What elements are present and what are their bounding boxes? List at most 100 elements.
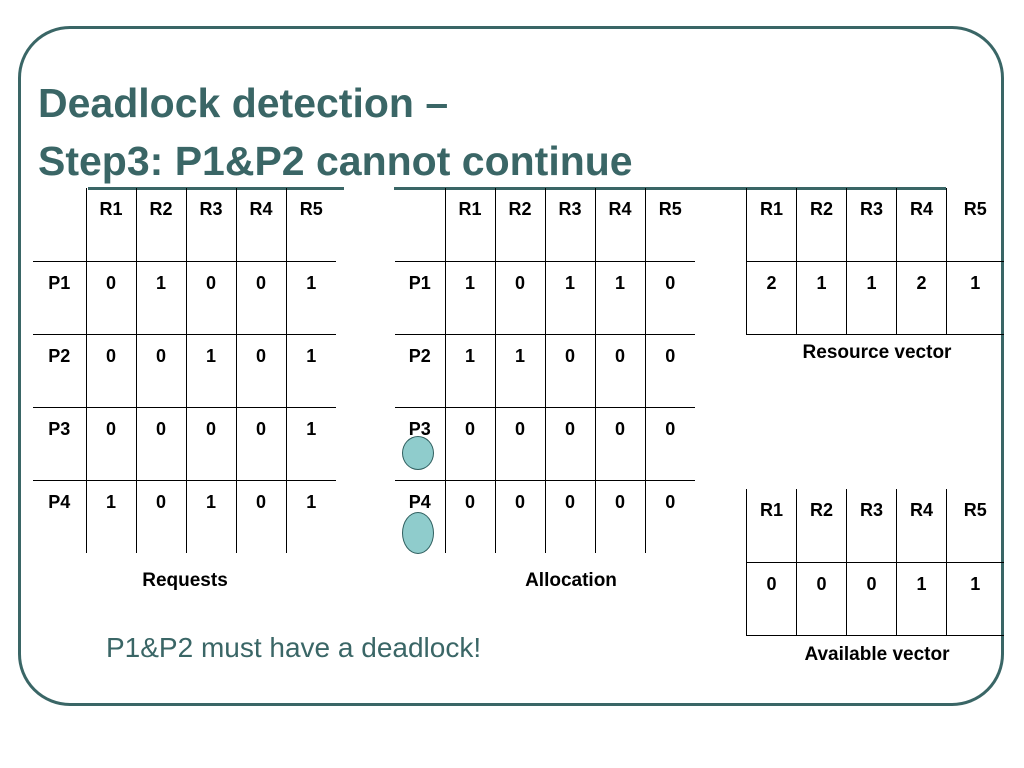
requests-caption: Requests bbox=[142, 570, 228, 591]
header-cell: R2 bbox=[495, 188, 546, 262]
matrix-cell: 1 bbox=[445, 261, 496, 335]
slide-frame bbox=[18, 26, 1004, 706]
resource-vector-caption: Resource vector bbox=[802, 342, 952, 363]
matrix-cell: 0 bbox=[545, 407, 596, 481]
matrix-cell: 1 bbox=[86, 480, 137, 553]
header-cell bbox=[395, 188, 446, 262]
matrix-cell: 0 bbox=[495, 480, 546, 553]
allocation-caption: Allocation bbox=[525, 570, 617, 591]
marker-circle-p3 bbox=[402, 436, 434, 470]
matrix-cell: 0 bbox=[236, 407, 287, 481]
requests-matrix: R1 R2 R3 R4 R5 P1 0 1 0 0 1 P2 0 0 1 0 1… bbox=[33, 188, 336, 553]
vector-cell: 2 bbox=[746, 261, 797, 335]
table-row: 0 0 0 1 1 bbox=[746, 562, 1004, 636]
vector-cell: 1 bbox=[846, 261, 897, 335]
process-label: P2 bbox=[33, 334, 87, 408]
vector-cell: 1 bbox=[946, 261, 1004, 335]
matrix-cell: 0 bbox=[495, 261, 546, 335]
vector-cell: 0 bbox=[796, 562, 847, 636]
header-cell: R5 bbox=[645, 188, 695, 262]
header-cell: R4 bbox=[896, 489, 947, 563]
vector-cell: 0 bbox=[746, 562, 797, 636]
matrix-cell: 1 bbox=[495, 334, 546, 408]
matrix-cell: 0 bbox=[86, 334, 137, 408]
matrix-cell: 0 bbox=[645, 261, 695, 335]
vector-cell: 1 bbox=[946, 562, 1004, 636]
allocation-matrix: R1 R2 R3 R4 R5 P1 1 0 1 1 0 P2 1 1 0 0 0… bbox=[395, 188, 695, 553]
matrix-cell: 0 bbox=[595, 334, 646, 408]
matrix-cell: 0 bbox=[445, 407, 496, 481]
matrix-cell: 1 bbox=[136, 261, 187, 335]
header-cell: R4 bbox=[595, 188, 646, 262]
header-cell: R3 bbox=[846, 188, 897, 262]
matrix-cell: 1 bbox=[445, 334, 496, 408]
resource-header-row: R1 R2 R3 R4 R5 bbox=[746, 188, 1004, 262]
header-cell: R5 bbox=[946, 489, 1004, 563]
header-cell: R5 bbox=[286, 188, 336, 262]
header-cell: R3 bbox=[545, 188, 596, 262]
process-label: P3 bbox=[33, 407, 87, 481]
requests-header-row: R1 R2 R3 R4 R5 bbox=[33, 188, 336, 262]
matrix-cell: 0 bbox=[595, 407, 646, 481]
matrix-cell: 1 bbox=[186, 334, 237, 408]
vector-cell: 1 bbox=[896, 562, 947, 636]
matrix-cell: 0 bbox=[545, 334, 596, 408]
vector-cell: 0 bbox=[846, 562, 897, 636]
matrix-cell: 0 bbox=[86, 261, 137, 335]
resource-vector-table: R1 R2 R3 R4 R5 2 1 1 2 1 bbox=[746, 188, 1004, 335]
table-row: P1 0 1 0 0 1 bbox=[33, 261, 336, 335]
table-row: P4 1 0 1 0 1 bbox=[33, 480, 336, 553]
header-cell: R1 bbox=[445, 188, 496, 262]
table-row: P2 1 1 0 0 0 bbox=[395, 334, 695, 408]
matrix-cell: 0 bbox=[445, 480, 496, 553]
header-cell: R4 bbox=[236, 188, 287, 262]
header-cell: R5 bbox=[946, 188, 1004, 262]
matrix-cell: 1 bbox=[286, 407, 336, 481]
allocation-header-row: R1 R2 R3 R4 R5 bbox=[395, 188, 695, 262]
header-cell: R4 bbox=[896, 188, 947, 262]
table-row: P1 1 0 1 1 0 bbox=[395, 261, 695, 335]
header-cell bbox=[33, 188, 87, 262]
available-vector-caption: Available vector bbox=[804, 644, 950, 665]
matrix-cell: 0 bbox=[545, 480, 596, 553]
process-label: P4 bbox=[33, 480, 87, 553]
header-cell: R3 bbox=[186, 188, 237, 262]
header-cell: R2 bbox=[796, 188, 847, 262]
matrix-cell: 0 bbox=[645, 407, 695, 481]
matrix-cell: 0 bbox=[595, 480, 646, 553]
table-row: P3 0 0 0 0 0 bbox=[395, 407, 695, 481]
header-cell: R2 bbox=[796, 489, 847, 563]
available-header-row: R1 R2 R3 R4 R5 bbox=[746, 489, 1004, 563]
header-cell: R1 bbox=[86, 188, 137, 262]
matrix-cell: 1 bbox=[595, 261, 646, 335]
title-line-1: Deadlock detection – bbox=[38, 80, 449, 126]
matrix-cell: 0 bbox=[136, 480, 187, 553]
available-vector-table: R1 R2 R3 R4 R5 0 0 0 1 1 bbox=[746, 489, 1004, 636]
matrix-cell: 0 bbox=[645, 334, 695, 408]
matrix-cell: 0 bbox=[136, 407, 187, 481]
matrix-cell: 0 bbox=[236, 480, 287, 553]
header-cell: R1 bbox=[746, 188, 797, 262]
matrix-cell: 1 bbox=[286, 334, 336, 408]
table-row: P2 0 0 1 0 1 bbox=[33, 334, 336, 408]
table-row: P3 0 0 0 0 1 bbox=[33, 407, 336, 481]
header-cell: R3 bbox=[846, 489, 897, 563]
matrix-cell: 0 bbox=[495, 407, 546, 481]
matrix-cell: 1 bbox=[306, 491, 317, 512]
header-cell: R1 bbox=[746, 489, 797, 563]
process-label: P1 bbox=[395, 261, 446, 335]
slide-title: Deadlock detection – Step3: P1&P2 cannot… bbox=[38, 74, 633, 190]
vector-cell: 1 bbox=[796, 261, 847, 335]
matrix-cell: 0 bbox=[236, 334, 287, 408]
table-row: P4 0 0 0 0 0 bbox=[395, 480, 695, 553]
matrix-cell: 1 bbox=[186, 480, 237, 553]
matrix-cell: 1 bbox=[545, 261, 596, 335]
vector-cell: 2 bbox=[896, 261, 947, 335]
process-label: P1 bbox=[33, 261, 87, 335]
deadlock-note: P1&P2 must have a deadlock! bbox=[106, 632, 482, 663]
table-row: 2 1 1 2 1 bbox=[746, 261, 1004, 335]
matrix-cell: 0 bbox=[236, 261, 287, 335]
matrix-cell: 0 bbox=[86, 407, 137, 481]
title-line-2: Step3: P1&P2 cannot continue bbox=[38, 138, 633, 184]
marker-circle-p4 bbox=[402, 512, 434, 554]
